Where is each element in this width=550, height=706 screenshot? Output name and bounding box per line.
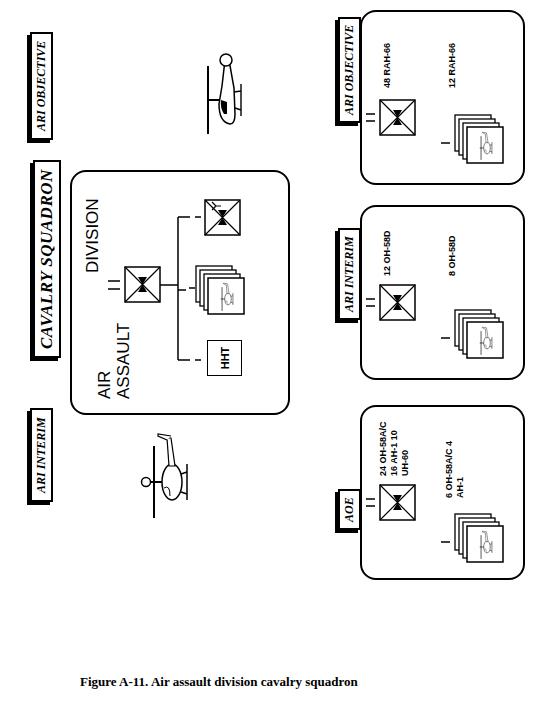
title-box: CAVALRY SQUADRON	[33, 160, 61, 358]
aircraft-count: 24 OH-58A/C 16 AH-1 10 UH-60	[378, 414, 410, 476]
squadron-title: CAVALRY SQUADRON	[37, 169, 57, 349]
aircraft-count: 12 RAH-66	[447, 43, 458, 88]
variant-box: AOE24 OH-58A/C 16 AH-1 10 UH-606 OH-58A/…	[360, 405, 525, 580]
variant-label: ARI INTERIM	[338, 228, 361, 320]
unit-heading: DIVISION	[84, 198, 103, 273]
label-box: ARI OBJECTIVE	[30, 32, 53, 140]
aircraft-count: 48 RAH-66	[382, 43, 393, 88]
unit-heading: AIR ASSAULT	[96, 319, 133, 399]
variant-label: ARI OBJECTIVE	[338, 17, 361, 123]
figure-caption: Figure A-11. Air assault division cavalr…	[80, 674, 358, 690]
troop-name: HHT	[219, 347, 231, 370]
aircraft-count: 6 OH-58A/C 4 AH-1	[444, 436, 466, 498]
troop-symbol: HHT	[207, 340, 242, 376]
label-box: ARI INTERIM	[30, 408, 53, 502]
variant-label: ARI OBJECTIVE	[34, 41, 49, 131]
variant-label: AOE	[338, 489, 361, 530]
unit-symbols	[0, 0, 540, 640]
variant-box: ARI OBJECTIVE48 RAH-6612 RAH-66	[360, 10, 525, 185]
variant-box: ARI INTERIM12 OH-58D8 OH-58D	[360, 205, 525, 380]
division-box: AIR ASSAULT DIVISION HHT	[70, 170, 290, 415]
variant-label: ARI INTERIM	[34, 417, 49, 493]
aircraft-count: 12 OH-58D	[382, 230, 393, 276]
aircraft-count: 8 OH-58D	[447, 235, 458, 276]
rotated-page: CAVALRY SQUADRON AIR ASSAULT DIVISION HHT AR…	[0, 0, 540, 640]
